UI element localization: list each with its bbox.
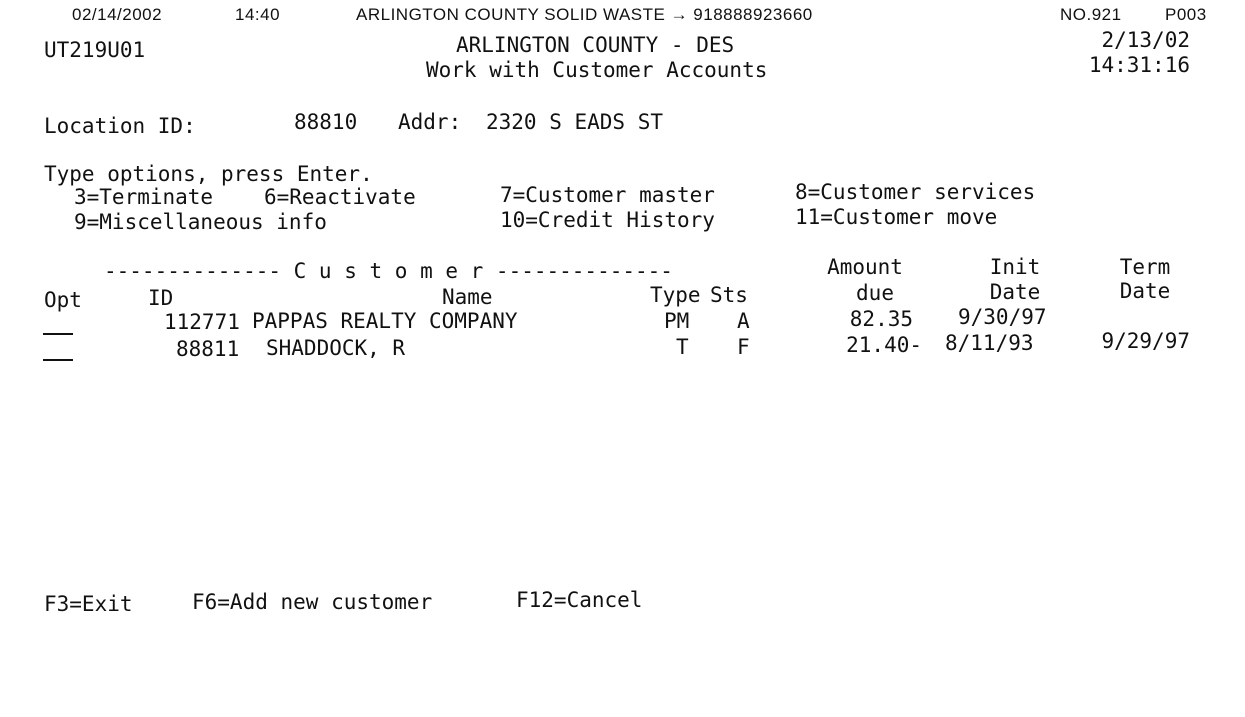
option-credit-history: 10=Credit History [500,208,715,232]
f3-exit-key[interactable]: F3=Exit [44,592,133,616]
options-instruction: Type options, press Enter. [44,162,373,186]
option-customer-master: 7=Customer master [500,183,715,207]
option-reactivate: 6=Reactivate [264,185,416,209]
screen-time: 14:31:16 [1088,53,1190,77]
row-type: T [676,335,689,359]
row-amount-due: 21.40- [846,333,922,357]
program-id: UT219U01 [44,38,146,62]
header-opt: Opt [44,288,82,312]
row-type: PM [664,309,690,333]
option-terminate: 3=Terminate [74,185,214,209]
row-amount-due: 82.35 [849,307,913,331]
row-option-input[interactable] [43,333,73,335]
fax-time: 14:40 [235,5,281,24]
location-id: 88810 [294,110,358,134]
fax-date: 02/14/2002 [72,5,163,24]
row-init-date: 9/30/97 [958,305,1047,329]
header-sts: Sts [710,283,748,307]
header-due: due [856,281,894,305]
header-name: Name [442,285,493,309]
addr-label: Addr: [398,110,462,134]
row-term-date: 9/29/97 [1101,329,1190,353]
screen-title: Work with Customer Accounts [426,58,768,82]
row-customer-name: SHADDOCK, R [266,336,406,360]
fax-page: P003 [1165,5,1207,24]
org-title: ARLINGTON COUNTY - DES [456,33,735,57]
row-customer-id: 88811 [176,337,240,361]
header-id: ID [148,286,174,310]
option-customer-move: 11=Customer move [795,205,998,229]
f6-add-customer-key[interactable]: F6=Add new customer [192,590,433,614]
row-option-input[interactable] [43,359,73,361]
row-init-date: 8/11/93 [945,331,1034,355]
header-init: Init [989,255,1041,279]
header-amount: Amount [827,255,903,279]
customer-group-header: -------------- C u s t o m e r ---------… [104,259,673,283]
row-customer-id: 112771 [164,310,240,334]
screen-date: 2/13/02 [1101,28,1190,52]
row-status: A [737,309,750,333]
f12-cancel-key[interactable]: F12=Cancel [516,588,643,612]
row-customer-name: PAPPAS REALTY COMPANY [252,309,518,333]
location-label: Location ID: [44,114,196,138]
option-misc-info: 9=Miscellaneous info [74,210,327,234]
location-address: 2320 S EADS ST [486,110,664,134]
header-init-date: Date [989,280,1041,304]
row-status: F [737,335,750,359]
fax-number: NO.921 [1060,5,1122,24]
option-customer-services: 8=Customer services [795,180,1036,204]
header-term-date: Date [1119,279,1171,303]
fax-from: ARLINGTON COUNTY SOLID WASTE → 918888923… [356,5,813,24]
header-type: Type [650,283,701,307]
header-term: Term [1119,255,1171,279]
